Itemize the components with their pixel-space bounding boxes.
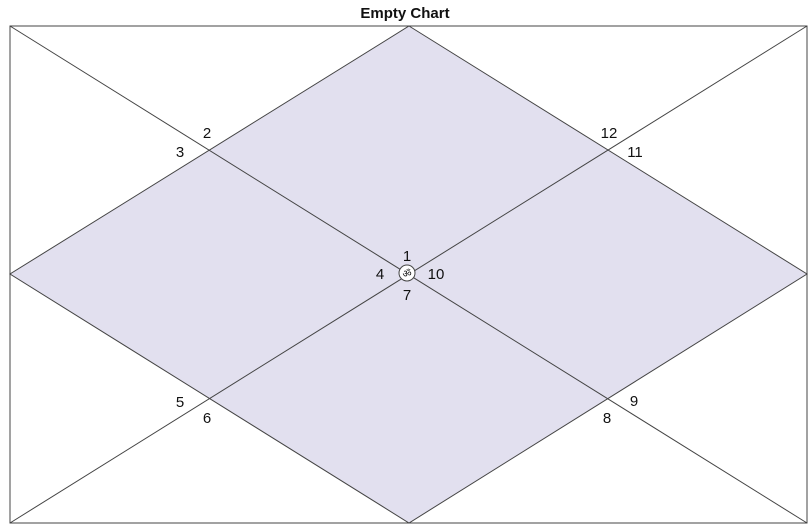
house-number-9: 9 bbox=[630, 393, 638, 410]
house-number-7: 7 bbox=[403, 287, 411, 304]
chart-title: Empty Chart bbox=[360, 5, 450, 22]
house-number-12: 12 bbox=[601, 125, 618, 142]
center-circle bbox=[398, 264, 416, 282]
house-number-8: 8 bbox=[603, 410, 611, 427]
house-number-4: 4 bbox=[376, 266, 384, 283]
house-number-3: 3 bbox=[176, 144, 184, 161]
house-number-2: 2 bbox=[203, 125, 211, 142]
house-number-10: 10 bbox=[428, 266, 445, 283]
house-number-11: 11 bbox=[627, 144, 643, 161]
house-number-5: 5 bbox=[176, 394, 184, 411]
om-icon: ॐ bbox=[402, 268, 411, 280]
house-number-1: 1 bbox=[403, 248, 411, 265]
house-number-6: 6 bbox=[203, 410, 211, 427]
